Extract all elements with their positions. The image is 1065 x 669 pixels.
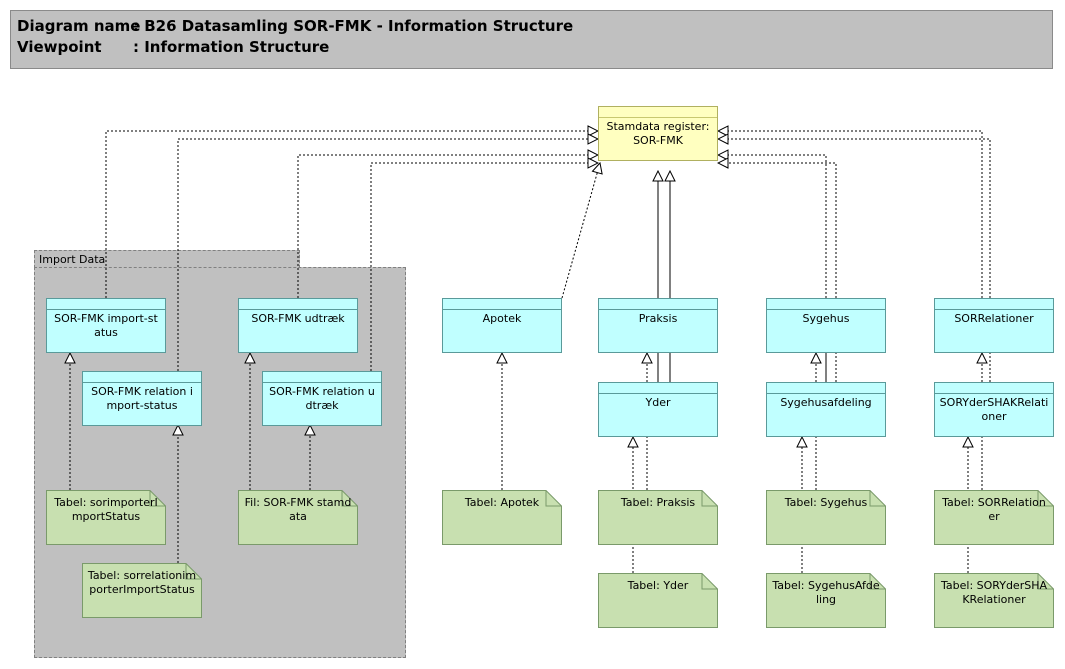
- artifact-label: Tabel: SygehusAfdeling: [772, 579, 880, 606]
- artifact-label: Tabel: Apotek: [464, 496, 540, 509]
- node-label: SORYderSHAKRelationer: [939, 396, 1049, 423]
- node-label: Sygehusafdeling: [780, 396, 872, 409]
- artifact-shape: [934, 490, 1054, 545]
- artifact-tabel-yder[interactable]: Tabel: Yder: [598, 573, 718, 628]
- node-label: Praksis: [638, 312, 678, 325]
- node-label: Yder: [645, 396, 671, 409]
- node-label: SORRelationer: [954, 312, 1034, 325]
- node-label: Sygehus: [802, 312, 850, 325]
- diagram-name-value: : B26 Datasamling SOR-FMK - Information …: [133, 17, 574, 35]
- viewpoint-row: Viewpoint : Information Structure: [17, 38, 329, 56]
- artifact-tabel-soryder-shak-relationer[interactable]: Tabel: SORYderSHAKRelationer: [934, 573, 1054, 628]
- artifact-shape: [82, 563, 202, 618]
- viewpoint-value: : Information Structure: [133, 38, 330, 56]
- artifact-label: Tabel: sorrelationimporterImportStatus: [87, 569, 197, 596]
- artifact-tabel-sygehus[interactable]: Tabel: Sygehus: [766, 490, 886, 545]
- stamdata-register-node[interactable]: Stamdata register: SOR-FMK: [598, 106, 718, 161]
- sor-fmk-udtraek-node[interactable]: SOR-FMK udtræk: [238, 298, 358, 353]
- edge-relation-import-register: [177, 139, 598, 371]
- artifact-tabel-sorrelationer[interactable]: Tabel: SORRelationer: [934, 490, 1054, 545]
- artifact-label: Tabel: Sygehus: [784, 496, 868, 509]
- sor-fmk-import-status-node[interactable]: SOR-FMK import-status: [46, 298, 166, 353]
- artifact-shape: [598, 490, 718, 545]
- artifact-tabel-sygehusafdeling[interactable]: Tabel: SygehusAfdeling: [766, 573, 886, 628]
- apotek-node[interactable]: Apotek: [442, 298, 562, 353]
- sygehusafdeling-node[interactable]: Sygehusafdeling: [766, 382, 886, 437]
- artifact-shape: [934, 573, 1054, 628]
- artifact-label: Tabel: Yder: [627, 579, 689, 592]
- artifact-label: Tabel: SORYderSHAKRelationer: [941, 579, 1047, 606]
- artifact-shape: [766, 573, 886, 628]
- sorrelationer-node[interactable]: SORRelationer: [934, 298, 1054, 353]
- viewpoint-label: Viewpoint: [17, 38, 102, 56]
- node-label: SOR-FMK relation udtræk: [269, 385, 375, 412]
- import-data-group-label: Import Data: [39, 253, 106, 266]
- sygehus-node[interactable]: Sygehus: [766, 298, 886, 353]
- artifact-shape: [766, 490, 886, 545]
- diagram-name-row: Diagram name: B26 Datasamling SOR-FMK - …: [17, 17, 573, 35]
- stamdata-register-label: Stamdata register: SOR-FMK: [606, 120, 710, 147]
- artifact-label: Tabel: SORRelationer: [942, 496, 1046, 523]
- edge-relation-udtraek-register: [370, 163, 598, 371]
- artifact-sorrelationimporter-import-status[interactable]: Tabel: sorrelationimporterImportStatus: [82, 563, 202, 618]
- diagram-name-label: Diagram name: [17, 17, 141, 35]
- artifact-label: Tabel: sorimporterImportStatus: [54, 496, 158, 523]
- artifact-tabel-praksis[interactable]: Tabel: Praksis: [598, 490, 718, 545]
- node-label: SOR-FMK udtræk: [251, 312, 345, 325]
- node-label: SOR-FMK import-status: [54, 312, 158, 339]
- edge-sygehus-register: [718, 155, 827, 298]
- soryder-shak-relationer-node[interactable]: SORYderSHAKRelationer: [934, 382, 1054, 437]
- artifact-shape: [442, 490, 562, 545]
- sor-fmk-relation-import-status-node[interactable]: SOR-FMK relation import-status: [82, 371, 202, 426]
- node-label: Apotek: [482, 312, 522, 325]
- artifact-shape: [598, 573, 718, 628]
- edge-udtraek-register: [297, 155, 598, 298]
- sor-fmk-relation-udtraek-node[interactable]: SOR-FMK relation udtræk: [262, 371, 382, 426]
- artifact-tabel-apotek[interactable]: Tabel: Apotek: [442, 490, 562, 545]
- artifact-shape: [46, 490, 166, 545]
- diagram-header: Diagram name: B26 Datasamling SOR-FMK - …: [10, 10, 1053, 69]
- artifact-label: Fil: SOR-FMK stamdata: [244, 496, 352, 523]
- artifact-sorimporter-import-status[interactable]: Tabel: sorimporterImportStatus: [46, 490, 166, 545]
- edge-sorrelationer-register: [718, 131, 983, 298]
- artifact-label: Tabel: Praksis: [620, 496, 696, 509]
- import-data-group-tab: [34, 250, 300, 268]
- artifact-shape: [238, 490, 358, 545]
- edge-import-status-register: [105, 131, 598, 298]
- artifact-sor-fmk-stamdata[interactable]: Fil: SOR-FMK stamdata: [238, 490, 358, 545]
- edge-apotek-register: [561, 163, 600, 299]
- node-label: SOR-FMK relation import-status: [91, 385, 193, 412]
- praksis-node[interactable]: Praksis: [598, 298, 718, 353]
- yder-node[interactable]: Yder: [598, 382, 718, 437]
